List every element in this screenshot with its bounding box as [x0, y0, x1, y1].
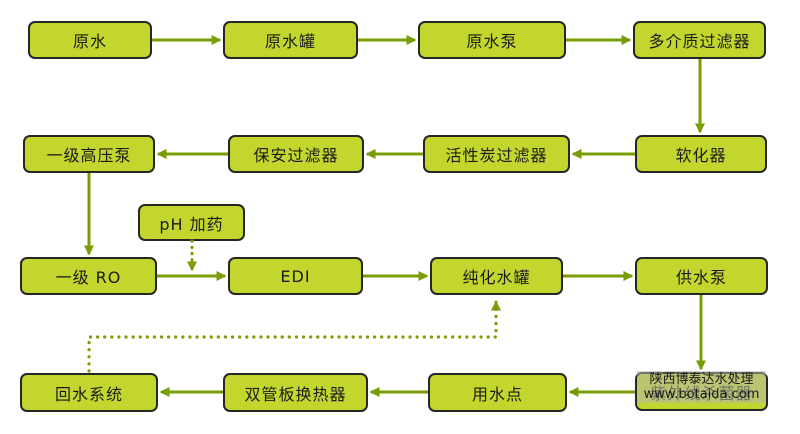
node-ph-dosing: pH 加药	[138, 204, 245, 241]
node-multimedia-filter: 多介质过滤器	[633, 21, 766, 59]
node-raw-water: 原水	[28, 21, 152, 59]
node-softener: 软化器	[635, 135, 767, 173]
node-carbon-filter: 活性炭过滤器	[423, 135, 570, 173]
node-heat-exchanger: 双管板换热器	[223, 373, 368, 412]
node-purified-tank: 纯化水罐	[430, 257, 563, 295]
node-hp-pump: 一级高压泵	[23, 135, 155, 173]
node-edi: EDI	[228, 257, 363, 295]
node-ro: 一级 RO	[20, 257, 157, 295]
node-raw-water-tank: 原水罐	[223, 21, 358, 59]
node-return-system: 回水系统	[20, 373, 158, 412]
node-security-filter: 保安过滤器	[228, 135, 364, 173]
node-use-point: 用水点	[428, 373, 567, 412]
vendor-watermark: 陕西博泰达水处理 www.botaida.com	[637, 371, 766, 403]
node-raw-water-pump: 原水泵	[418, 21, 566, 59]
vendor-watermark-line2: www.botaida.com	[643, 387, 760, 402]
node-supply-pump: 供水泵	[635, 257, 768, 295]
vendor-watermark-line1: 陕西博泰达水处理	[649, 372, 754, 387]
